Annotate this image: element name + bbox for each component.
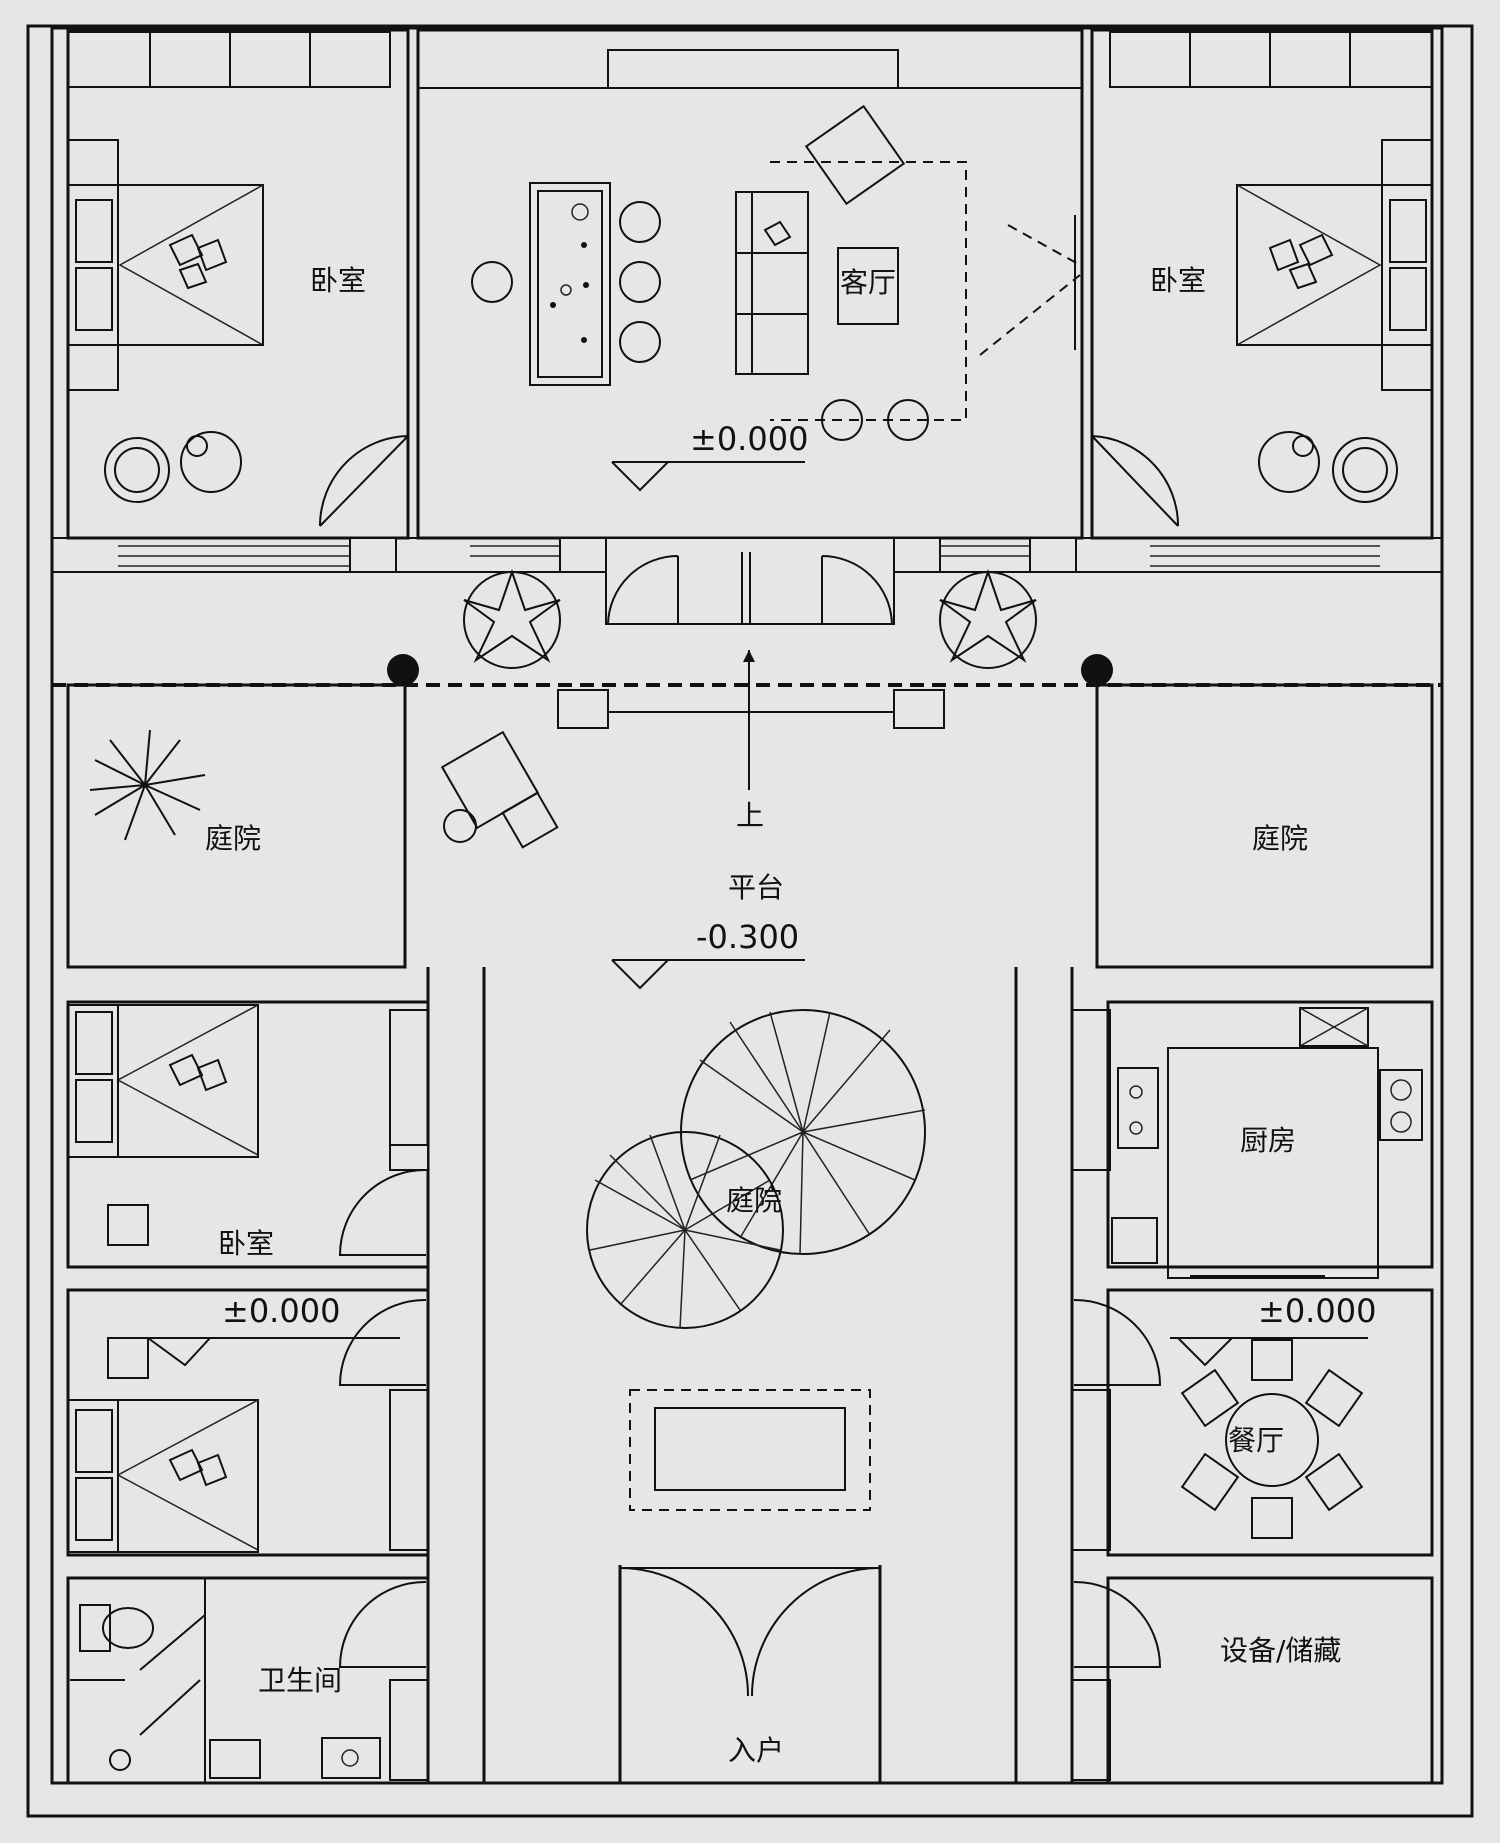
label-dining-room: 餐厅 xyxy=(1228,1424,1284,1457)
door-bedroom-top-right xyxy=(1091,435,1180,527)
central-planter xyxy=(629,1389,871,1511)
courtyard-right xyxy=(1095,683,1434,969)
outer-wall xyxy=(26,24,1474,1818)
courtyard-left xyxy=(66,683,407,969)
kitchen xyxy=(1106,1000,1434,1279)
label-entrance: 入户 xyxy=(728,1734,784,1767)
label-platform: 平台 xyxy=(728,871,784,904)
level-marker-living-room xyxy=(611,461,805,492)
steps xyxy=(557,650,945,790)
label-bedroom-top-left: 卧室 xyxy=(310,264,366,297)
bedroom-lower-left xyxy=(66,1288,430,1557)
door-bedroom-top-left xyxy=(319,435,409,527)
label-courtyard-center: 庭院 xyxy=(726,1184,782,1217)
entrance xyxy=(618,1565,882,1783)
level-bedroom-lower-left: ±0.000 xyxy=(222,1292,340,1330)
tree-large xyxy=(680,1009,926,1255)
living-room-double-door xyxy=(605,537,895,625)
dining-room xyxy=(1073,1288,1434,1557)
label-kitchen: 厨房 xyxy=(1240,1124,1296,1157)
label-courtyard-left: 庭院 xyxy=(205,822,261,855)
label-up: 上 xyxy=(736,799,764,832)
level-marker-dining-room xyxy=(1170,1337,1368,1367)
equipment-storage xyxy=(1071,1576,1434,1785)
lounge-chair xyxy=(440,730,559,849)
level-marker-platform xyxy=(611,959,805,990)
label-courtyard-right: 庭院 xyxy=(1252,822,1308,855)
tree-small xyxy=(586,1131,784,1329)
label-living-room: 客厅 xyxy=(840,266,896,299)
bedroom-mid-left xyxy=(66,1000,430,1269)
level-platform: -0.300 xyxy=(696,918,799,956)
potted-plant-left xyxy=(463,568,561,669)
label-bathroom: 卫生间 xyxy=(258,1664,342,1697)
label-bedroom-mid-left: 卧室 xyxy=(218,1227,274,1260)
inner-wall xyxy=(50,26,1444,1785)
bathroom xyxy=(66,1576,430,1785)
right-wing-windows xyxy=(1071,1009,1111,1551)
column-left xyxy=(387,654,419,686)
column-right xyxy=(1081,654,1113,686)
level-living-room: ±0.000 xyxy=(690,420,808,458)
left-wing-walls xyxy=(426,967,1074,1783)
label-equipment-storage: 设备/储藏 xyxy=(1220,1634,1341,1667)
bedroom-top-right xyxy=(1090,28,1434,540)
level-dining-room: ±0.000 xyxy=(1258,1292,1376,1330)
label-bedroom-top-right: 卧室 xyxy=(1150,264,1206,297)
potted-plant-right xyxy=(939,568,1037,669)
